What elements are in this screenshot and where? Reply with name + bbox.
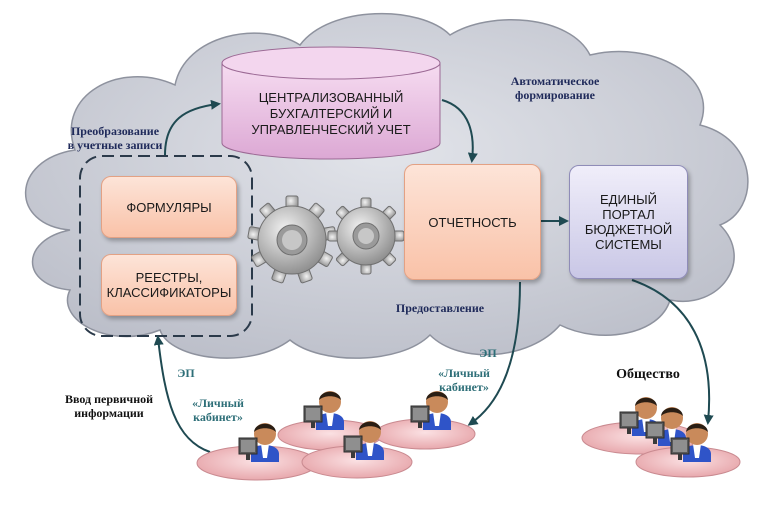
- arrow-to-database: [164, 99, 221, 156]
- arrow-to-society: [631, 279, 714, 425]
- label-predostavlenie: Предоставление: [380, 301, 500, 315]
- label-line: кабинет»: [193, 410, 243, 424]
- label-line: «Личный: [438, 366, 490, 380]
- portal-label-line: СИСТЕМЫ: [595, 237, 662, 252]
- portal-label-line: ЕДИНЫЙ: [599, 192, 658, 207]
- label-line: Ввод первичной: [64, 392, 154, 406]
- gear-icon: [327, 197, 405, 275]
- database-label-line: ЦЕНТРАЛИЗОВАННЫЙ: [258, 90, 404, 105]
- label-lichny-kabinet-right: «Личный кабинет»: [424, 366, 504, 394]
- label-line: Преобразование: [70, 124, 160, 138]
- otchetnost-box: ОТЧЕТНОСТЬ: [404, 164, 541, 280]
- label-line: кабинет»: [439, 380, 489, 394]
- users-group-left: [196, 418, 476, 481]
- source-documents-group: [79, 155, 253, 337]
- label-lichny-kabinet-left: «Личный кабинет»: [178, 396, 258, 424]
- label-ep-right: ЭП: [468, 346, 508, 360]
- label-preobrazovanie: Преобразование в учетные записи: [40, 124, 190, 152]
- arrow-to-users-center: [467, 281, 521, 426]
- database-label-line: УПРАВЛЕНЧЕСКИЙ УЧЕТ: [251, 122, 411, 137]
- otchetnost-label: ОТЧЕТНОСТЬ: [428, 214, 517, 230]
- label-line: «Личный: [192, 396, 244, 410]
- reestry-label-line: РЕЕСТРЫ,: [135, 270, 203, 285]
- arrow-to-reporting: [441, 99, 478, 163]
- label-line: в учетные записи: [67, 138, 163, 152]
- label-line: ЭП: [177, 366, 195, 380]
- label-avtomaticheskoe: Автоматическое формирование: [485, 74, 625, 102]
- portal-label-line: ПОРТАЛ: [602, 207, 655, 222]
- reestry-label-line: КЛАССИФИКАТОРЫ: [106, 285, 232, 300]
- label-line: Предоставление: [395, 301, 485, 315]
- label-vvod: Ввод первичной информации: [54, 392, 164, 420]
- label-line: формирование: [515, 88, 595, 102]
- accounting-database-icon: [221, 46, 441, 160]
- label-line: информации: [74, 406, 144, 420]
- database-label-line: БУХГАЛТЕРСКИЙ И: [269, 106, 393, 121]
- reestry-box: РЕЕСТРЫ, КЛАССИФИКАТОРЫ: [101, 254, 237, 316]
- label-obshchestvo: Общество: [598, 368, 698, 382]
- label-line: Общество: [616, 367, 680, 382]
- portal-label-line: БЮДЖЕТНОЙ: [584, 222, 673, 237]
- database-label: ЦЕНТРАЛИЗОВАННЫЙ БУХГАЛТЕРСКИЙ И УПРАВЛЕ…: [222, 90, 440, 138]
- label-line: ЭП: [479, 346, 497, 360]
- label-ep-left: ЭП: [166, 366, 206, 380]
- formulyary-box: ФОРМУЛЯРЫ: [101, 176, 237, 238]
- portal-box: ЕДИНЫЙ ПОРТАЛ БЮДЖЕТНОЙ СИСТЕМЫ: [569, 165, 688, 279]
- label-line: Автоматическое: [510, 74, 600, 88]
- formulyary-label: ФОРМУЛЯРЫ: [126, 199, 212, 215]
- arrow-input-primary-info: [153, 335, 211, 453]
- gear-icon: [247, 195, 337, 284]
